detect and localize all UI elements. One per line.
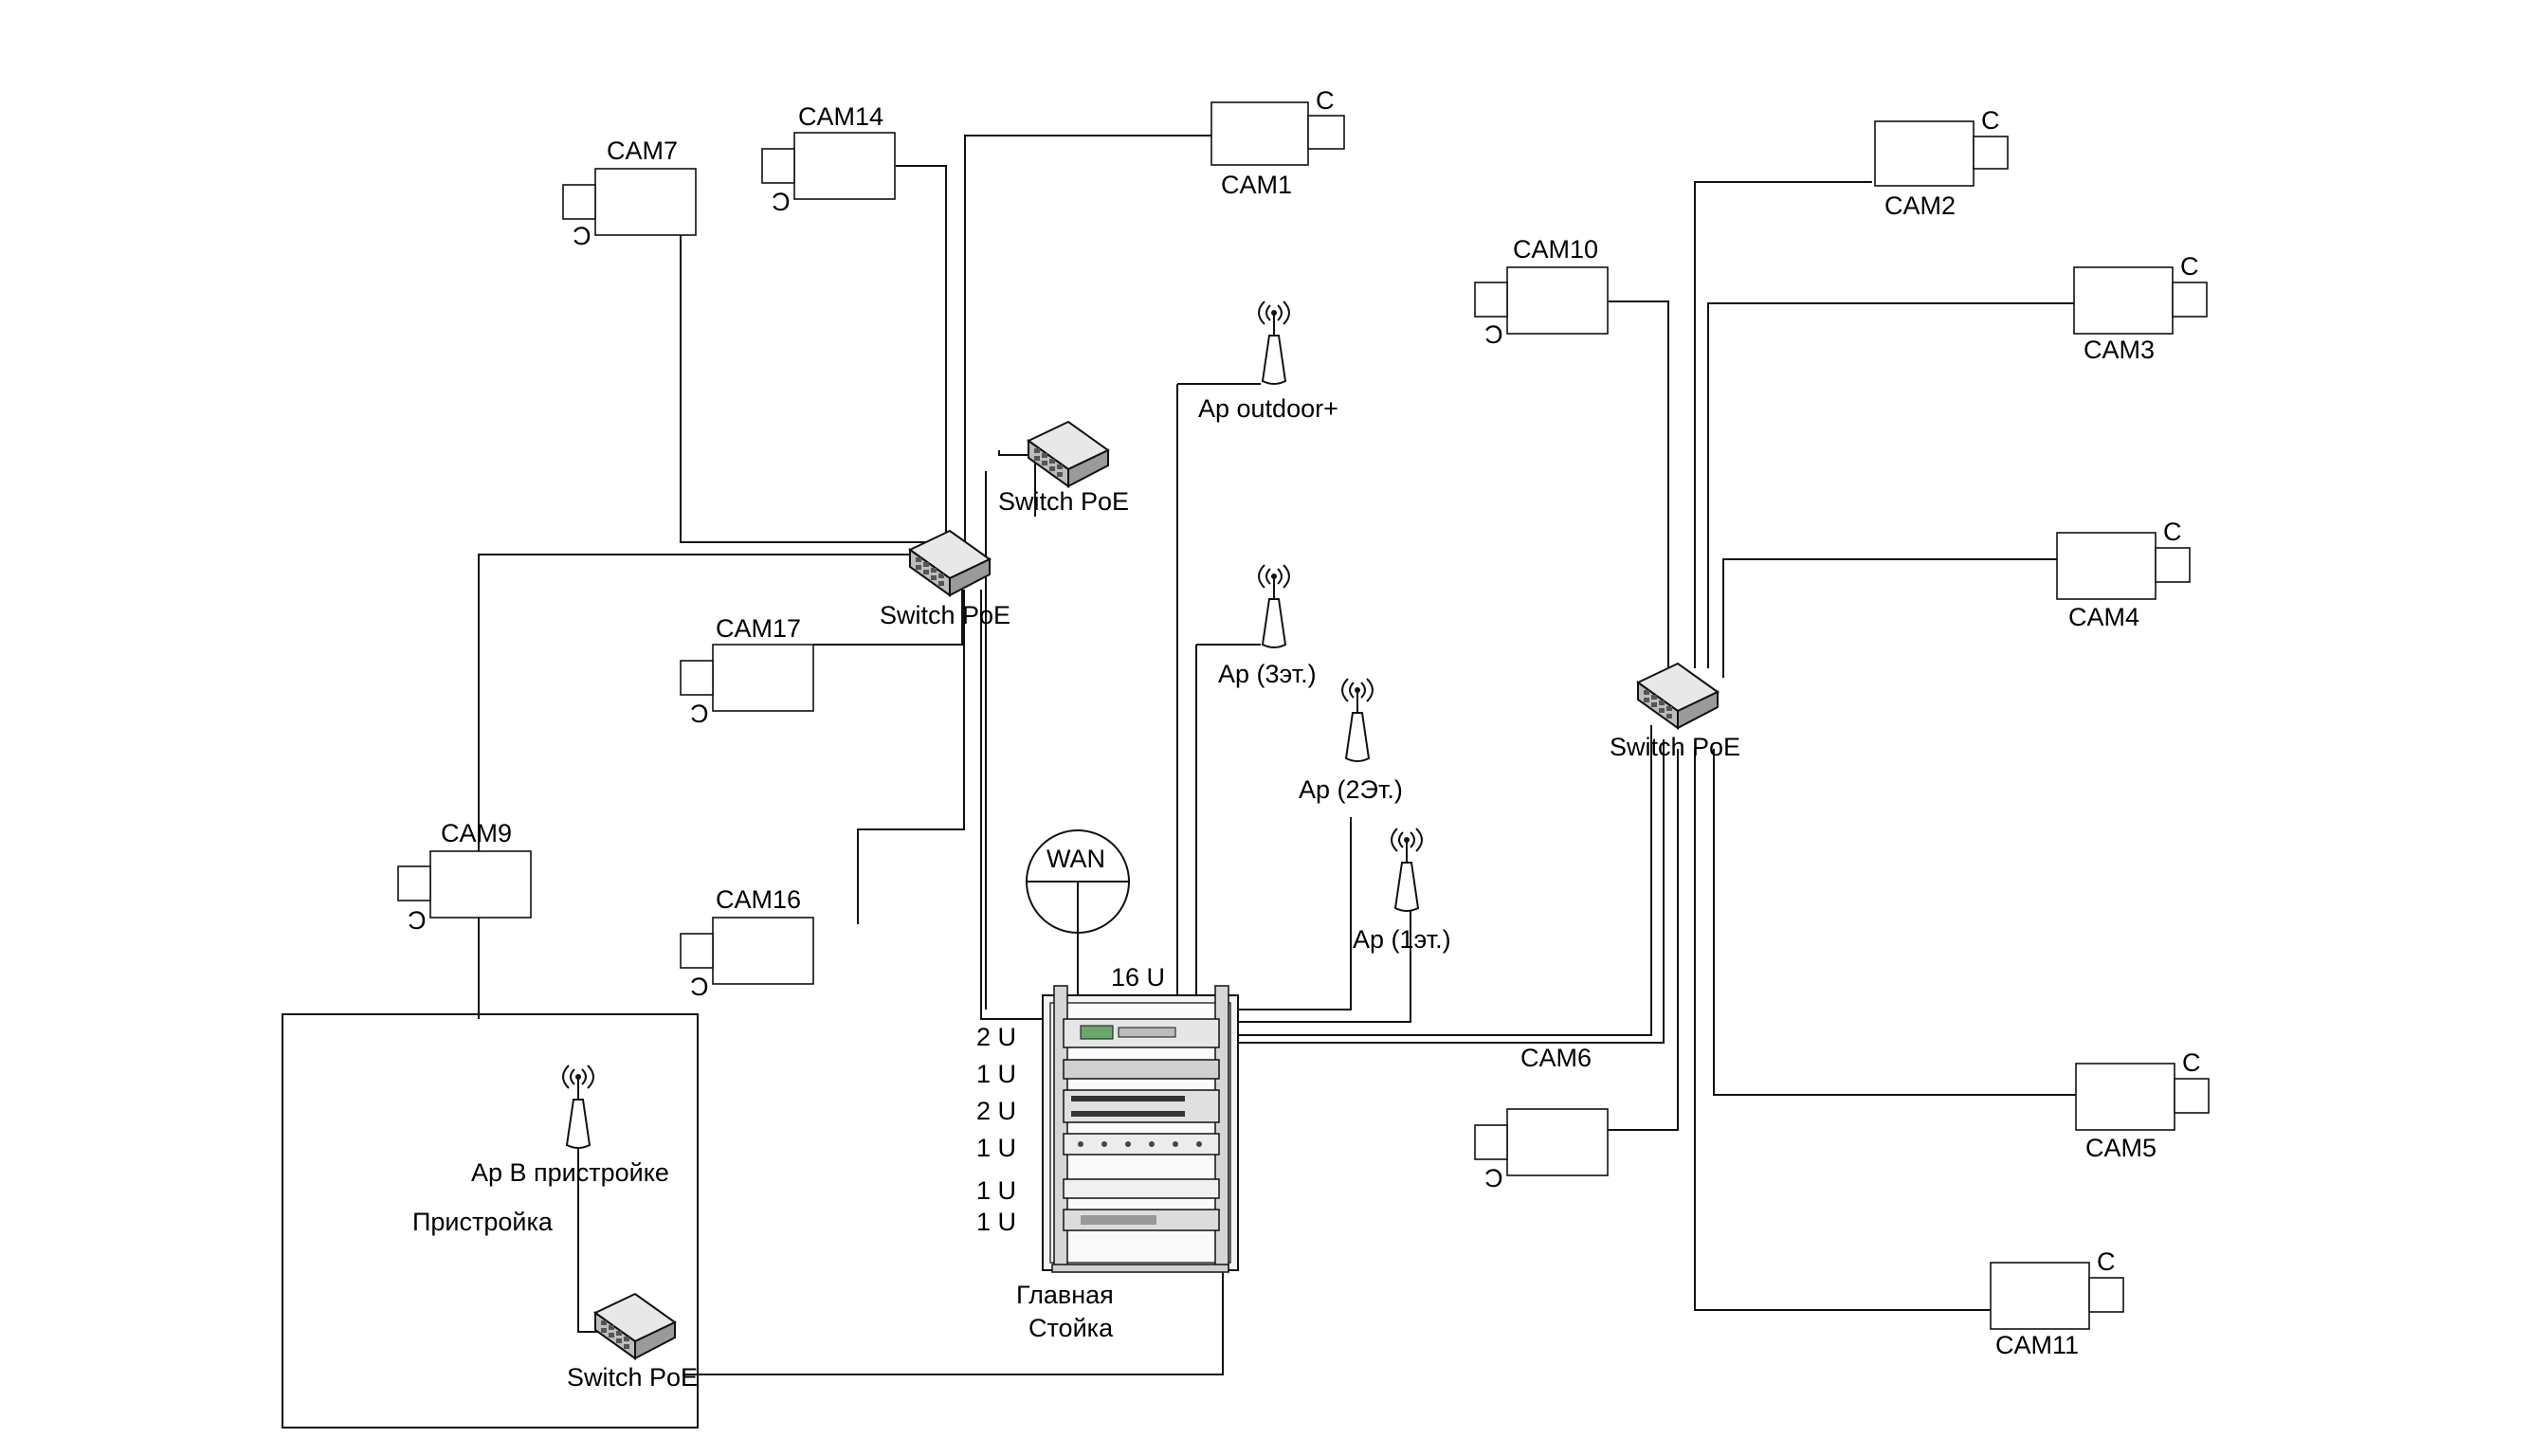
camera-cam1: C CAM1 <box>1210 86 1345 199</box>
svg-text:Ͻ: Ͻ <box>690 700 709 728</box>
camera-label: CAM17 <box>716 614 801 643</box>
svg-text:C: C <box>2097 1247 2116 1276</box>
ap-outdoor: Ap outdoor+ <box>1198 300 1338 423</box>
svg-text:Ͻ: Ͻ <box>1484 1164 1503 1192</box>
switch-label: Switch PoE <box>1610 733 1740 761</box>
svg-text:C: C <box>2182 1048 2201 1077</box>
rack-caption: Главная <box>1016 1281 1114 1309</box>
camera-cam14: Ͻ CAM14 <box>761 102 896 216</box>
wan-label: WAN <box>1046 845 1105 873</box>
camera-cam17: Ͻ CAM17 <box>680 614 814 728</box>
camera-cam9: Ͻ CAM9 <box>397 819 532 935</box>
ap-label: Ap (1эт.) <box>1353 925 1451 954</box>
switch-top: Switch PoE <box>998 421 1129 516</box>
rack-unit-label: 1 U <box>976 1208 1016 1236</box>
annex-area: Пристройка <box>282 1013 699 1429</box>
switch-label: Switch PoE <box>567 1363 698 1392</box>
camera-label: CAM14 <box>798 102 883 131</box>
camera-cam4: C CAM4 <box>2056 518 2191 631</box>
camera-cam5: C CAM5 <box>2075 1048 2210 1162</box>
svg-text:C: C <box>1981 106 2000 135</box>
main-rack: 16 U 2 U 1 U 2 U 1 U 1 U 1 U Главная Сто… <box>976 963 1239 1342</box>
wan-node: WAN <box>1026 829 1130 934</box>
svg-text:Ͻ: Ͻ <box>408 906 427 935</box>
rack-unit-label: 1 U <box>976 1176 1016 1205</box>
switch-label: Switch PoE <box>880 601 1010 629</box>
camera-cam3: C CAM3 <box>2073 252 2208 364</box>
svg-text:C: C <box>1316 86 1335 115</box>
switch-main: Switch PoE <box>880 530 1010 629</box>
rack-unit-label: 2 U <box>976 1023 1016 1051</box>
rack-unit-label: 2 U <box>976 1097 1016 1125</box>
camera-label: CAM10 <box>1513 235 1598 264</box>
switch-label: Switch PoE <box>998 487 1129 516</box>
camera-label: CAM6 <box>1520 1044 1592 1072</box>
camera-cam7: Ͻ CAM7 <box>562 136 697 250</box>
svg-text:Ͻ: Ͻ <box>772 188 791 216</box>
switch-annex: Switch PoE <box>567 1293 698 1392</box>
svg-text:C: C <box>2163 518 2182 546</box>
camera-cam16: Ͻ CAM16 <box>680 885 814 1001</box>
rack-unit-label: 1 U <box>976 1060 1016 1088</box>
ap-floor1: Ap (1эт.) <box>1353 828 1451 954</box>
camera-label: CAM1 <box>1221 171 1292 199</box>
camera-cam2: C CAM2 <box>1874 106 2009 220</box>
svg-text:Ͻ: Ͻ <box>690 973 709 1001</box>
camera-label: CAM2 <box>1884 191 1956 220</box>
switch-right: Switch PoE <box>1610 663 1740 761</box>
camera-cam11: C CAM11 <box>1990 1247 2124 1359</box>
ap-label: Ap outdoor+ <box>1198 394 1338 423</box>
cabling <box>478 135 2076 1375</box>
camera-label: CAM4 <box>2068 603 2139 631</box>
svg-text:Ͻ: Ͻ <box>573 222 592 250</box>
camera-label: CAM16 <box>716 885 801 914</box>
svg-text:C: C <box>2180 252 2199 281</box>
ap-floor3: Ap (3эт.) <box>1218 564 1317 688</box>
ap-floor2: Ap (2Эт.) <box>1299 678 1403 804</box>
ap-annex: Ap B пристройке <box>471 1065 669 1187</box>
camera-cam6: Ͻ CAM6 <box>1474 1044 1609 1192</box>
camera-label: CAM11 <box>1995 1331 2079 1359</box>
camera-cam10: Ͻ CAM10 <box>1474 235 1609 349</box>
rack-height-label: 16 U <box>1111 963 1165 992</box>
rack-caption: Стойка <box>1028 1314 1114 1342</box>
rack-unit-label: 1 U <box>976 1134 1016 1162</box>
camera-label: CAM3 <box>2084 336 2155 364</box>
camera-label: CAM5 <box>2085 1134 2157 1162</box>
annex-label: Пристройка <box>412 1208 554 1236</box>
ap-label: Ap (3эт.) <box>1218 660 1317 688</box>
svg-text:Ͻ: Ͻ <box>1484 320 1503 349</box>
ap-label: Ap (2Эт.) <box>1299 775 1403 804</box>
camera-label: CAM7 <box>607 136 678 165</box>
ap-label: Ap B пристройке <box>471 1158 669 1187</box>
camera-label: CAM9 <box>441 819 512 847</box>
